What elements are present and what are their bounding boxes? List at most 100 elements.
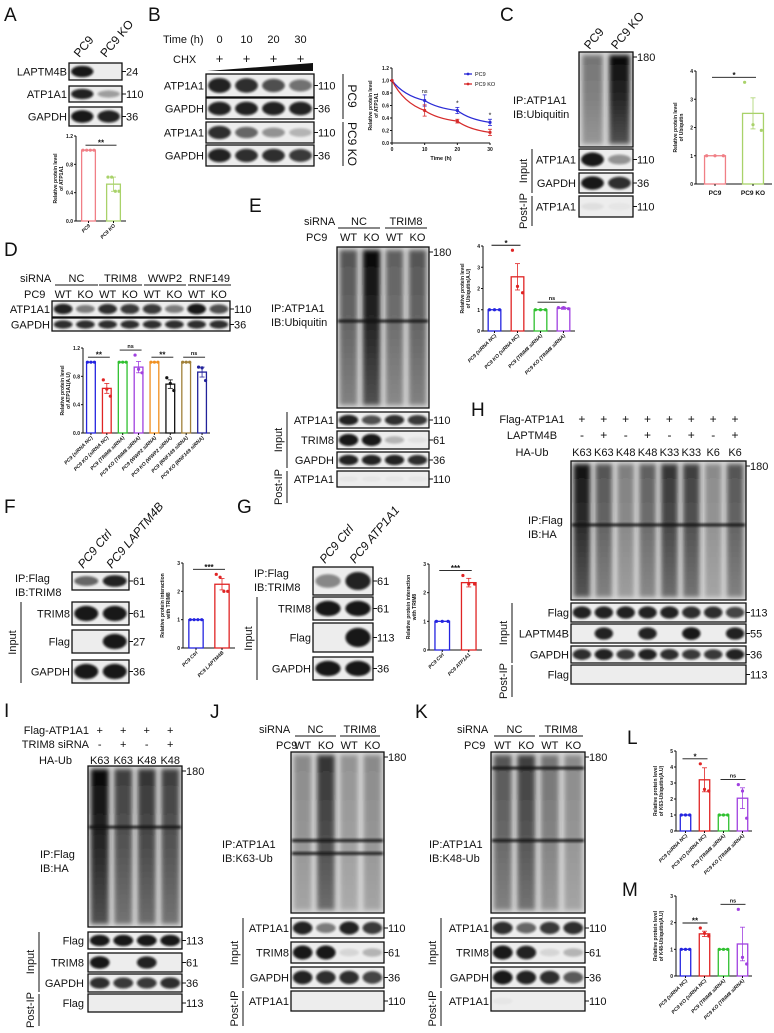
blot-row: 61 [312,566,389,596]
protein-band [594,606,613,619]
protein-band [563,948,584,957]
y-tick-label: 4 [477,244,480,250]
ubiquitin-smear-lane [493,755,512,910]
lane-label: KO [166,289,182,301]
protein-band [71,88,94,100]
protein-band [315,600,341,617]
group-label: TRIM8 [104,273,137,285]
legend-marker [466,72,470,76]
condition-value: - [624,428,628,442]
time-value: 30 [294,34,306,46]
ip-blot-smear: 180 [87,765,204,928]
bar [556,307,571,332]
bar [149,361,160,434]
protein-band [384,454,405,466]
ubiquitin-smear-lane [362,250,381,405]
y-tick-label: 4 [670,765,673,771]
molecular-weight-marker: 110 [234,304,252,316]
bar [717,814,730,832]
condition-value: K48 [160,755,180,767]
data-point [726,947,730,951]
protein-band [53,303,73,315]
protein-band [493,998,513,1005]
protein-band [638,606,657,619]
protein-band [362,948,383,957]
data-point [520,291,525,295]
lane-label: WT [341,740,358,752]
protein-band [208,148,231,163]
significance-label: ns [191,351,197,357]
ib-label: IB:HA [528,529,557,541]
y-tick-label: 0 [423,648,426,654]
molecular-weight-marker: 36 [186,978,198,990]
y-tick-label: 0.0 [66,219,73,225]
sirna-label: siRNA [259,724,291,736]
molecular-weight-marker: 110 [433,474,451,486]
protein-band [136,956,157,969]
data-point [133,353,137,357]
protein-band [492,921,513,935]
x-tick-label: PC9 KO [741,190,765,197]
significance-label: ** [96,351,103,360]
protein-band [338,434,359,446]
blot-label: ATP1A1 [10,304,50,316]
data-point [446,619,450,623]
data-point [556,306,561,310]
y-tick-label: 3 [477,265,480,271]
molecular-weight-marker: 27 [133,637,145,649]
panel-letter: M [622,880,638,901]
side-label: Post-IP [229,990,241,1026]
protein-band [98,303,117,315]
significance-label: ns [730,774,736,780]
data-point [105,387,109,391]
lane-label: KO [518,740,534,752]
y-axis-label: Relative protein interaction [406,575,412,639]
bar [703,155,727,185]
lane-label: PC9 [581,25,607,52]
x-tick-label: PC9 KO (siRNA NC) [671,978,709,1016]
protein-band [339,476,358,481]
y-tick-label: 3 [423,562,426,568]
side-label: Post-IP [498,663,510,699]
condition-value: K63 [113,755,133,767]
protein-band [616,606,635,619]
data-point [472,582,477,586]
y-tick-label: 2 [177,589,180,595]
ubiquitin-smear-lane [339,250,358,405]
protein-band [704,606,723,619]
protein-band [616,649,635,660]
y-tick-label: 0.2 [382,129,389,135]
x-tick-label: PC9 [709,190,722,197]
protein-band [608,203,631,210]
ip-label: IP:ATP1A1 [271,303,325,315]
protein-band [76,320,95,329]
data-point [713,154,717,158]
side-label: Post-IP [25,992,37,1028]
condition-value: - [145,739,149,751]
side-label: Input [25,950,37,974]
data-point [707,934,711,938]
x-tick-label: PC9 KO (siRNA NC) [671,833,709,871]
ip-label: IP:ATP1A1 [513,95,567,107]
data-point [423,108,427,113]
blot-label: LAPTM4B [17,67,67,79]
y-tick-label: 0.6 [382,104,389,110]
y-tick-label: 1.2 [73,346,80,352]
data-point [106,175,110,179]
legend-marker [466,82,470,86]
protein-band [262,127,285,138]
molecular-weight-marker: 24 [126,67,138,79]
data-point [736,907,740,911]
protein-band [102,605,127,622]
y-tick-label: 1.2 [66,134,73,140]
y-tick-label: 1 [690,154,693,160]
protein-band [539,970,560,985]
group-label: WWP2 [148,273,182,285]
condition-value: + [666,412,673,426]
condition-value: K48 [638,447,658,459]
y-axis-label: Relative protein interaction [160,573,166,637]
lane-label: KO [122,289,138,301]
